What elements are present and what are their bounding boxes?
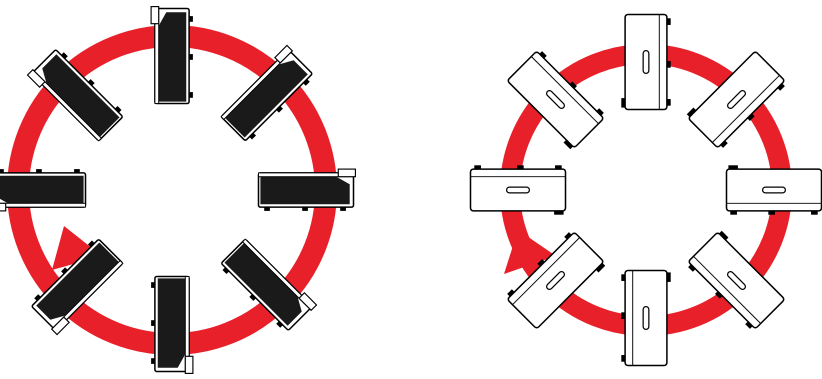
right-projector-5 [620,269,672,367]
left-projector-5 [150,275,194,375]
right-projector-7 [469,164,567,216]
left-projector-group [0,5,357,375]
right-orientation-diagram [469,13,822,367]
left-orientation-diagram [0,5,357,375]
right-projector-3 [725,164,822,216]
left-projector-7 [0,168,87,212]
left-projector-3 [257,168,357,212]
right-rotation-arrowhead [504,230,556,274]
right-projector-group [469,13,822,367]
left-projector-1 [150,5,194,105]
right-projector-1 [620,13,672,111]
